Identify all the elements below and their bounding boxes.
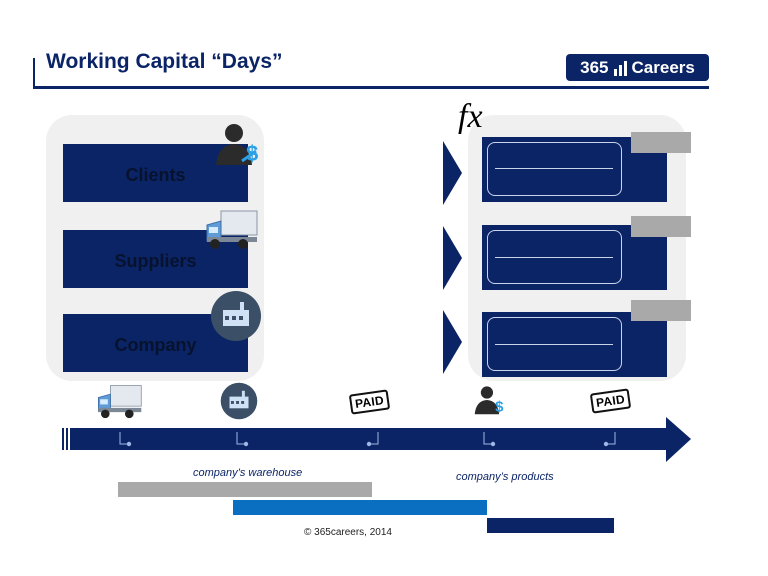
products-caption: company’s products [456,471,554,483]
formula-line-1 [495,168,613,169]
timeline-factory-icon [220,382,258,420]
paid-stamp-icon-2: PAID [589,388,632,414]
company-label: Company [114,335,197,355]
brand-logo: 365 Careers [566,54,709,81]
inventory-period-bar [118,482,372,497]
formula-tab-1 [631,132,691,153]
payables-period-bar [487,518,614,533]
client-dollar-icon: $ [216,124,258,166]
clients-box: Clients [63,144,248,202]
formula-bracket-2 [487,230,622,284]
formula-line-2 [495,257,613,258]
logo-bars-icon [613,60,627,76]
logo-number: 365 [580,57,609,77]
title-underline [33,86,709,89]
formula-bracket-1 [487,142,622,196]
arrow-chevron-2 [443,226,462,290]
arrow-chevron-1 [443,141,462,205]
formula-tab-3 [631,300,691,321]
formula-tab-2 [631,216,691,237]
title-accent-bar [33,58,35,88]
copyright-text: © 365careers, 2014 [304,527,392,538]
timeline-client-dollar-icon: $ [474,386,504,416]
paid-stamp-icon-1: PAID [348,389,391,415]
factory-icon [211,291,261,341]
fx-label: fx [458,98,483,135]
timeline-arrow [62,417,691,462]
suppliers-label: Suppliers [114,251,197,271]
timeline-truck-icon [98,385,142,419]
truck-icon [206,210,258,249]
receivables-period-bar [233,500,487,515]
clients-label: Clients [125,165,186,185]
logo-word: Careers [631,57,695,77]
arrow-chevron-3 [443,310,462,374]
formula-bracket-3 [487,317,622,371]
page-title: Working Capital “Days” [46,50,283,73]
warehouse-caption: company’s warehouse [193,467,303,479]
formula-line-3 [495,344,613,345]
svg-text:$: $ [495,399,504,416]
